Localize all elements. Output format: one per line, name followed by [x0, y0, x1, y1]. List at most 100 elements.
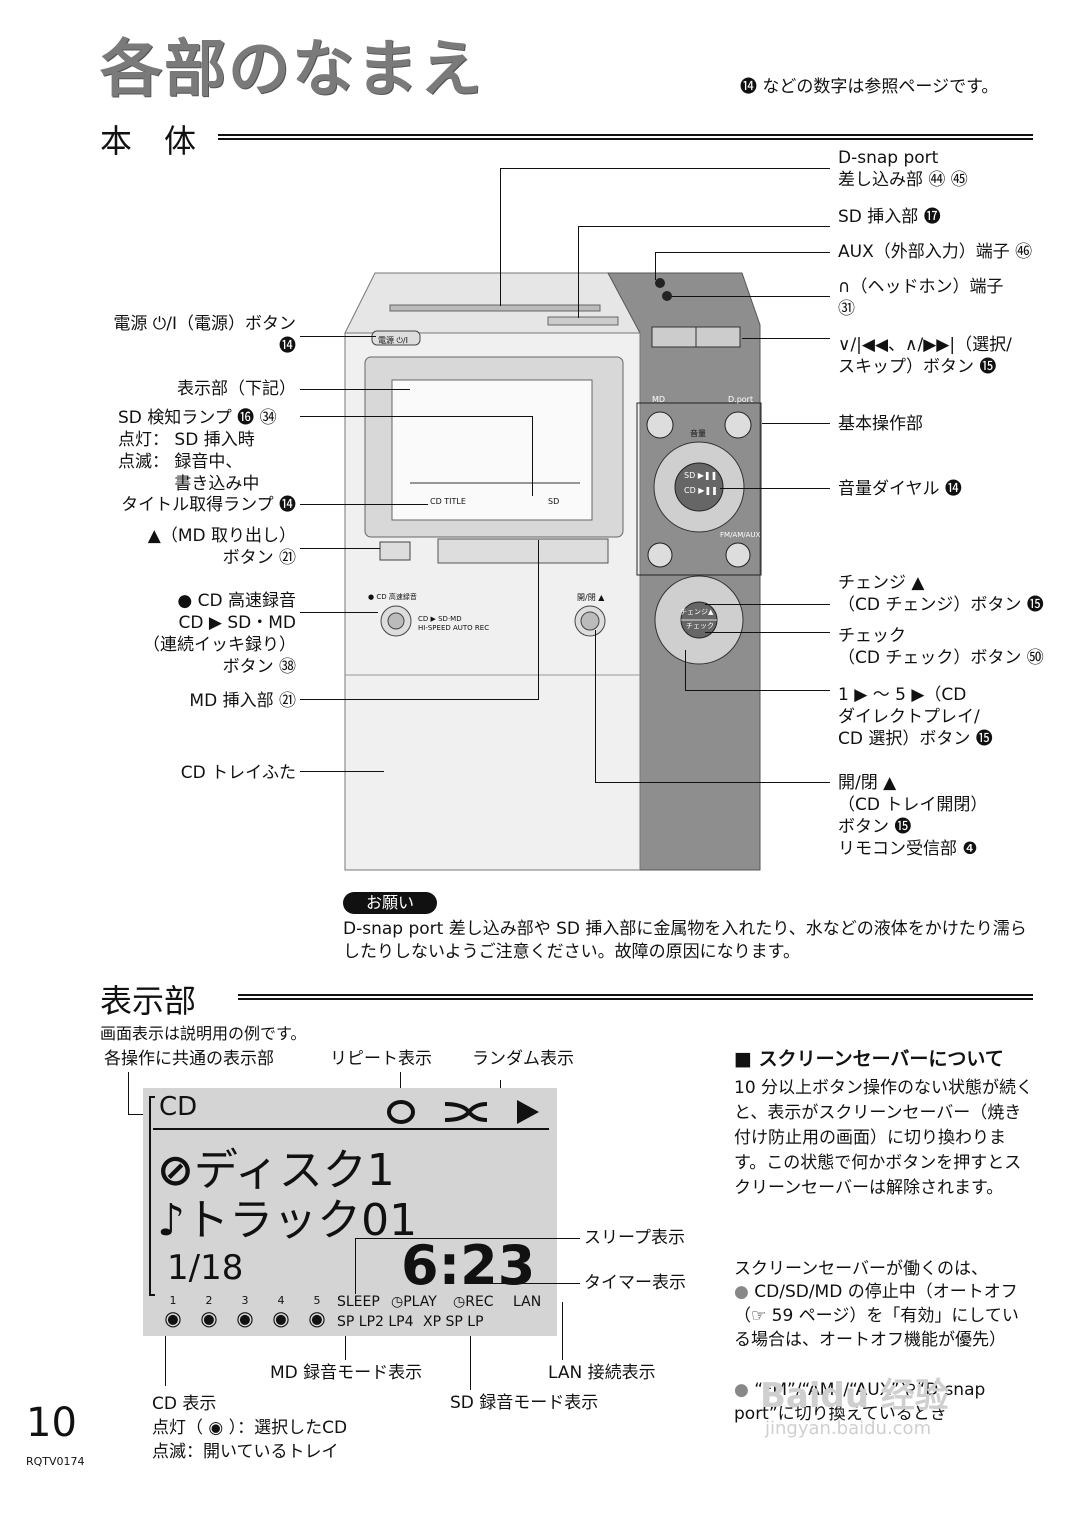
cd-icon: ◉: [164, 1306, 182, 1330]
reference-note: ⓮ などの数字は参照ページです。: [740, 77, 999, 97]
lcd-sd-modes: XP SP LP: [423, 1314, 484, 1330]
lcd-timer-rec: ◷REC: [453, 1294, 494, 1310]
label-timer: タイマー表示: [584, 1273, 686, 1293]
label-md-slot: MD 挿入部 ㉑: [189, 691, 296, 711]
fm-am-aux-button: [725, 542, 751, 568]
caution-text: D-snap port 差し込み部や SD 挿入部に金属物を入れたり、水などの液…: [343, 919, 1027, 962]
device-power-text: 電源 ⏻/I: [378, 336, 408, 345]
label-change: チェンジ ▲（CD チェンジ）ボタン ⓯: [838, 573, 1044, 615]
lcd-sleep: SLEEP: [337, 1294, 380, 1310]
device-fmamaux-text: FM/AM/AUX: [720, 531, 761, 539]
label-display: 表示部（下記）: [177, 379, 296, 399]
display-screen: [391, 379, 593, 521]
label-sd-mode: SD 録音モード表示: [450, 1393, 599, 1413]
device-illustration: [344, 272, 762, 871]
label-basic-ops: 基本操作部: [838, 414, 923, 434]
screensaver-item: ● CD/SD/MD の停止中（オートオフ（☞ 59 ページ）を「有効」にしてい…: [734, 1282, 1019, 1350]
lcd-source: CD: [159, 1092, 198, 1122]
cd-icon: ◉: [200, 1306, 218, 1330]
label-cd-rec: ● CD 高速録音 CD ▶ SD・MD （連続イッキ録り） ボタン ㊳: [143, 591, 296, 677]
device-dport-text: D.port: [728, 395, 754, 404]
lcd-counter: 1/18: [167, 1248, 244, 1288]
label-skip: ∨/|◀◀、∧/▶▶|（選択/スキップ）ボタン ⓯: [838, 335, 1012, 377]
screensaver-item: ● “FM”/“AM”/“AUX”や“D-snap port”に切り換えていると…: [734, 1380, 986, 1424]
device-check-text: チェック: [686, 622, 714, 630]
caution-badge: お願い: [343, 892, 437, 914]
play-icon: [517, 1100, 539, 1124]
dport-button: [724, 411, 752, 439]
label-check: チェック（CD チェック）ボタン ㊿: [838, 626, 1044, 668]
section-rule: [238, 994, 1033, 1000]
headphone-jack: [662, 291, 672, 301]
device-volume-text: 音量: [690, 429, 706, 438]
power-button: [371, 330, 421, 346]
device-cd-play-text: CD ▶❚❚: [684, 486, 718, 495]
device-cd-rec-text2: CD ▶ SD·MD: [418, 615, 462, 623]
label-lan: LAN 接続表示: [548, 1363, 656, 1383]
lcd-timer-play: ◷PLAY: [391, 1294, 437, 1310]
label-cd-display: CD 表示 点灯（ ◉ ）：選択したCD 点滅：開いているトレイ: [152, 1394, 348, 1462]
md-eject-button: [379, 541, 411, 561]
page-title: 各部のなまえ: [100, 32, 485, 105]
display-subtitle: 画面表示は説明用の例です。: [100, 1024, 307, 1043]
disc-icon: ⊘: [157, 1145, 194, 1196]
screensaver-body: 10 分以上ボタン操作のない状態が続くと、表示がスクリーンセーバー（焼き付け防止…: [734, 1078, 1034, 1198]
section-rule: [218, 134, 1033, 140]
lcd-md-modes: SP LP2 LP4: [337, 1314, 414, 1330]
md-button: [646, 411, 674, 439]
label-sd-lamp: SD 検知ランプ ⓰ ㉞ 点灯： SD 挿入時 点滅： 録音中、 書き込み中: [118, 408, 277, 494]
label-md-eject: ▲（MD 取り出し）ボタン ㉑: [147, 526, 296, 568]
section-heading-display: 表示部: [100, 982, 197, 1020]
repeat-icon: [387, 1100, 416, 1124]
cd-icon: ◉: [308, 1306, 326, 1330]
label-sd-slot: SD 挿入部 ⓱: [838, 207, 941, 227]
stop-button: [647, 542, 673, 568]
label-open-close: 開/閉 ▲ （CD トレイ開閉） ボタン ⓯ リモコン受信部 ❹: [838, 773, 988, 859]
cd-icon: ◉: [236, 1306, 254, 1330]
label-repeat: リピート表示: [330, 1049, 432, 1069]
label-aux: AUX（外部入力）端子 ㊻: [838, 242, 1033, 262]
label-cd-tray: CD トレイふた: [180, 763, 296, 783]
label-common-area: 各操作に共通の表示部: [104, 1049, 274, 1069]
lcd-line1: ⊘ディスク1: [157, 1145, 395, 1196]
basic-controls-frame: [636, 402, 762, 576]
page-number: 10: [26, 1400, 77, 1446]
screensaver-heading: ■ スクリーンセーバーについて: [734, 1048, 1004, 1070]
watermark: Baidu 经验: [760, 1376, 949, 1416]
device-md-text: MD: [652, 395, 666, 404]
label-volume: 音量ダイヤル ⓮: [838, 479, 962, 499]
md-slot: [437, 538, 609, 564]
lcd-status-icons: [387, 1100, 539, 1124]
screensaver-when: スクリーンセーバーが働くのは、: [734, 1259, 988, 1279]
doc-code: RQTV0174: [26, 1455, 85, 1468]
device-cd-title-text: CD TITLE: [430, 497, 466, 506]
device-cd-rec-text3: HI-SPEED AUTO REC: [418, 624, 490, 632]
cd-icon: ◉: [272, 1306, 290, 1330]
aux-jack: [655, 278, 665, 288]
label-random: ランダム表示: [472, 1049, 574, 1069]
sd-slot: [547, 316, 619, 326]
lcd-time: 6:23: [401, 1234, 536, 1297]
label-md-mode: MD 録音モード表示: [270, 1363, 423, 1383]
label-sleep: スリープ表示: [584, 1228, 685, 1248]
lcd-disc-icons: ◉ ◉ ◉ ◉ ◉: [155, 1306, 335, 1330]
device-open-close-text: 開/閉 ▲: [577, 593, 605, 602]
device-cd-rec-text: ● CD 高速録音: [368, 593, 417, 601]
random-icon: [444, 1102, 488, 1122]
label-direct-play: 1 ▶ ～ 5 ▶（CD ダイレクトプレイ/ CD 選択）ボタン ⓯: [838, 685, 993, 749]
device-sd-text: SD: [548, 497, 560, 506]
device-change-text: チェンジ▲: [680, 608, 714, 616]
label-title-lamp: タイトル取得ランプ ⓮: [121, 495, 296, 515]
lcd-lan: LAN: [513, 1294, 542, 1310]
dsnap-slot: [389, 304, 601, 312]
lcd-line2: ♪トラック01: [157, 1195, 418, 1246]
device-sd-play-text: SD ▶❚❚: [684, 471, 718, 480]
section-heading-main: 本 体: [100, 122, 197, 160]
watermark-url: jingyan.baidu.com: [765, 1418, 932, 1439]
music-note-icon: ♪: [157, 1195, 186, 1246]
